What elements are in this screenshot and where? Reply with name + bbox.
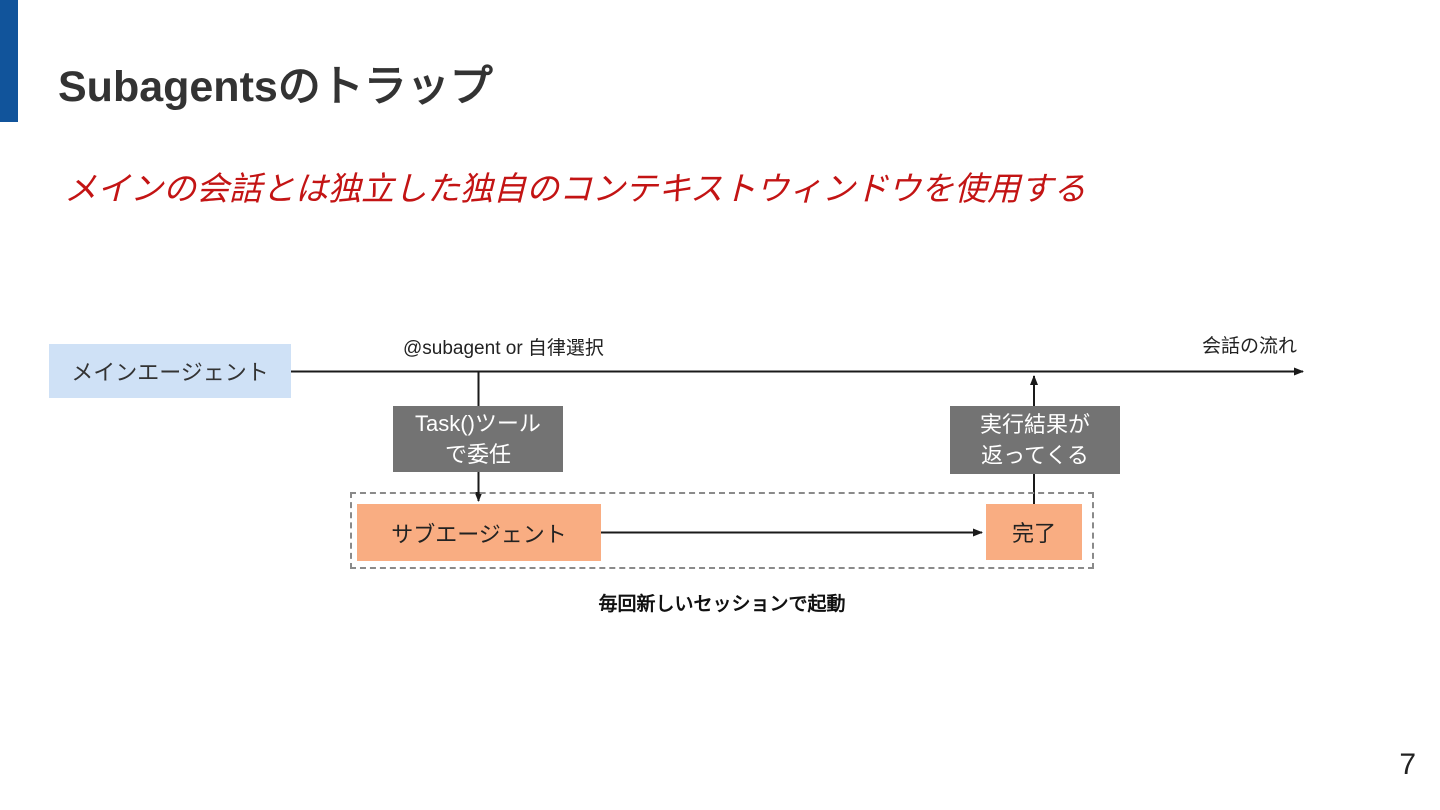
- subagent-box: サブエージェント: [357, 504, 601, 561]
- done-label: 完了: [1011, 521, 1056, 546]
- main-agent-label: メインエージェント: [71, 360, 269, 385]
- subagent-session-frame: [350, 492, 1094, 569]
- result-return-box: 実行結果が 返ってくる: [950, 406, 1120, 474]
- task-delegate-box: Task()ツール で委任: [393, 406, 563, 472]
- slide-title: Subagentsのトラップ: [58, 63, 493, 111]
- result-return-line2: 返ってくる: [981, 443, 1089, 468]
- accent-bar: [0, 0, 18, 122]
- slide-subtitle: メインの会話とは独立した独自のコンテキストウィンドウを使用する: [64, 170, 1087, 207]
- task-delegate-line2: で委任: [444, 442, 511, 467]
- result-return-line1: 実行結果が: [979, 411, 1090, 437]
- subagent-label: サブエージェント: [391, 521, 567, 547]
- branch-trigger-label: @subagent or 自律選択: [403, 338, 604, 359]
- conversation-flow-label: 会話の流れ: [1202, 336, 1298, 357]
- task-delegate-line1: Task()ツール: [415, 410, 541, 436]
- done-box: 完了: [986, 504, 1082, 560]
- session-caption: 毎回新しいセッションで起動: [598, 594, 846, 615]
- main-agent-box: メインエージェント: [49, 344, 291, 398]
- page-number: 7: [1399, 748, 1416, 781]
